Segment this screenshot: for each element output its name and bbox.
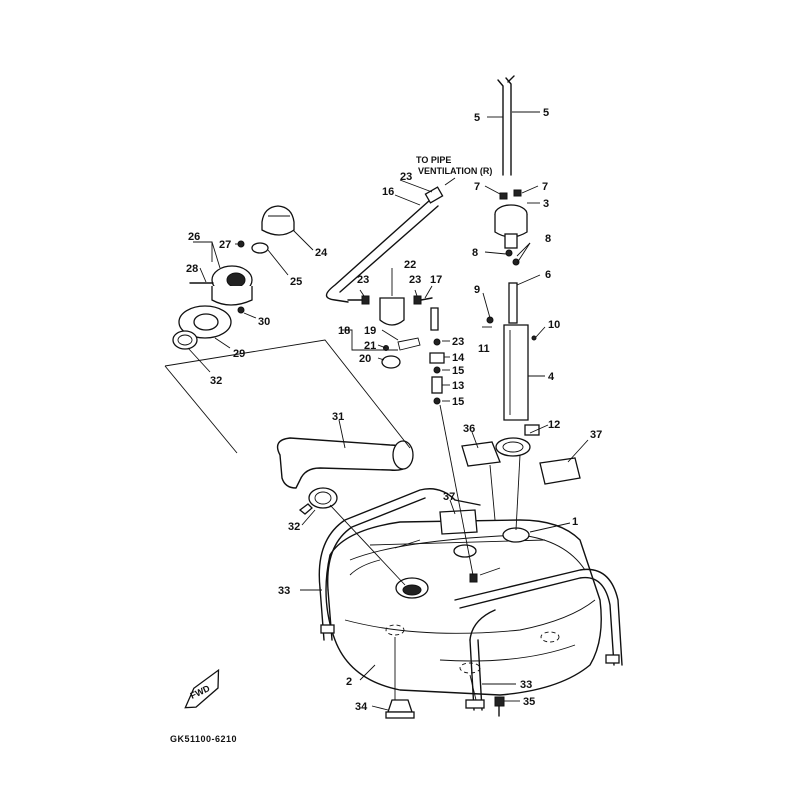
callout-10: 10 — [548, 319, 560, 331]
callout-16: 16 — [382, 186, 394, 198]
tank-filler-neck — [395, 577, 429, 599]
callout-1: 1 — [572, 516, 578, 528]
callout-26: 26 — [188, 231, 200, 243]
bolt — [494, 696, 505, 717]
vent-hose — [325, 186, 444, 303]
callout-21: 21 — [364, 340, 376, 352]
callout-29: 29 — [233, 348, 245, 360]
callout-12: 12 — [548, 419, 560, 431]
tank-strap-left — [318, 488, 481, 641]
callout-labels: 5 5 7 7 3 8 8 6 9 10 11 4 12 37 36 37 1 … — [186, 107, 602, 713]
note-ventilation: VENTILATION (R) — [418, 166, 492, 176]
callout-33-left: 33 — [278, 585, 290, 597]
fuel-filter — [347, 283, 439, 351]
hose-clamp-32-bottom — [298, 487, 338, 515]
callout-18: 18 — [338, 325, 350, 337]
tank-strap-right — [454, 568, 623, 711]
rubber-mount — [385, 699, 415, 719]
callout-32-top: 32 — [210, 375, 222, 387]
callout-32-bottom: 32 — [288, 521, 300, 533]
sender-float-tube — [503, 324, 529, 421]
callout-37-left: 37 — [443, 491, 455, 503]
pad-36 — [461, 441, 501, 467]
callout-11: 11 — [478, 343, 490, 355]
callout-28: 28 — [186, 263, 198, 275]
callout-2: 2 — [346, 676, 352, 688]
check-valve-parts — [429, 338, 445, 405]
callout-33-right: 33 — [520, 679, 532, 691]
callout-20: 20 — [359, 353, 371, 365]
fwd-arrow: FWD — [184, 668, 220, 709]
callout-7-right: 7 — [542, 181, 548, 193]
callout-3: 3 — [543, 198, 549, 210]
callout-23-top: 23 — [400, 171, 412, 183]
callout-24: 24 — [315, 247, 328, 259]
callout-7-left: 7 — [474, 181, 480, 193]
callout-22: 22 — [404, 259, 416, 271]
callout-9: 9 — [474, 284, 480, 296]
sender-gasket — [495, 424, 540, 457]
callout-35: 35 — [523, 696, 535, 708]
callout-leaders — [187, 111, 589, 711]
drawing-code: GK51100-6210 — [170, 734, 237, 744]
callout-13: 13 — [452, 380, 464, 392]
filler-neck-assembly — [189, 265, 253, 314]
filler-cap — [237, 205, 295, 254]
callout-23-mid: 23 — [409, 274, 421, 286]
callout-30: 30 — [258, 316, 270, 328]
callout-5-right: 5 — [543, 107, 549, 119]
callout-4: 4 — [548, 371, 555, 383]
callout-14: 14 — [452, 352, 465, 364]
callout-31: 31 — [332, 411, 344, 423]
callout-36: 36 — [463, 423, 475, 435]
callout-37-right: 37 — [590, 429, 602, 441]
callout-6: 6 — [545, 269, 551, 281]
callout-15-bottom: 15 — [452, 396, 464, 408]
callout-8-right: 8 — [545, 233, 551, 245]
callout-5-left: 5 — [474, 112, 480, 124]
hose-clamp-32-top — [172, 330, 198, 350]
callout-19: 19 — [364, 325, 376, 337]
note-to-pipe: TO PIPE — [416, 155, 451, 165]
filter-bracket — [381, 345, 401, 369]
pad-37-left — [439, 509, 478, 535]
callout-27: 27 — [219, 239, 231, 251]
callout-17: 17 — [430, 274, 442, 286]
sender-pipe — [508, 282, 518, 324]
sender-top — [494, 189, 528, 266]
callout-15-top: 15 — [452, 365, 464, 377]
callout-23-left: 23 — [357, 274, 369, 286]
filler-flange — [178, 305, 232, 339]
filler-hose — [276, 437, 414, 489]
callout-34: 34 — [355, 701, 368, 713]
vent-pipes — [497, 75, 515, 176]
callout-25: 25 — [290, 276, 302, 288]
pad-37-right — [539, 457, 581, 485]
callout-8-left: 8 — [472, 247, 478, 259]
callout-23-right: 23 — [452, 336, 464, 348]
